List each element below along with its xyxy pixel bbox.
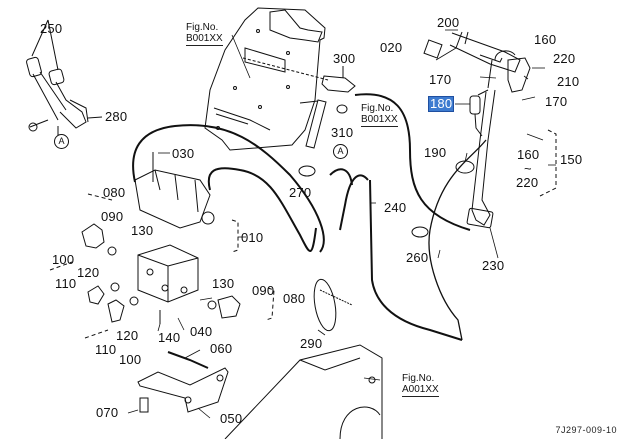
fig-ref-label: Fig.No. <box>186 22 219 33</box>
part-label-range-tilde: ~ <box>524 161 532 176</box>
part-label-300[interactable]: 300 <box>333 51 356 66</box>
part-label-050[interactable]: 050 <box>220 411 243 426</box>
part-010-valve[interactable] <box>134 152 215 229</box>
part-180-sensor[interactable] <box>469 95 483 137</box>
part-label-140[interactable]: 140 <box>158 330 181 345</box>
part-label-190[interactable]: 190 <box>424 145 447 160</box>
part-label-020[interactable]: 020 <box>380 40 403 55</box>
part-label-310[interactable]: 310 <box>331 125 354 140</box>
document-id: 7J297-009-10 <box>555 425 617 435</box>
fittings[interactable] <box>81 223 241 324</box>
part-label-250[interactable]: 250 <box>40 21 63 36</box>
fig-ref-label: Fig.No. <box>361 103 394 114</box>
part-label-220-group[interactable]: 220 <box>516 175 539 190</box>
fig-ref-panel[interactable]: Fig.No. B001XX <box>186 22 223 46</box>
part-label-200[interactable]: 200 <box>437 15 460 30</box>
part-label-110-top[interactable]: 110 <box>55 276 77 291</box>
part-label-160-top[interactable]: 160 <box>534 32 557 47</box>
part-label-130-bottom[interactable]: 130 <box>212 276 235 291</box>
part-label-260[interactable]: 260 <box>406 250 429 265</box>
group-brackets <box>49 129 557 339</box>
fig-ref-housing[interactable]: Fig.No. A001XX <box>402 373 439 397</box>
part-310-bracket[interactable] <box>299 99 348 149</box>
part-label-090-bottom[interactable]: 090 <box>252 283 275 298</box>
part-label-170-left[interactable]: 170 <box>429 72 452 87</box>
part-label-150[interactable]: 150 <box>560 152 583 167</box>
transmission-housing[interactable] <box>224 344 383 439</box>
part-label-120-bottom[interactable]: 120 <box>116 328 139 343</box>
part-label-280[interactable]: 280 <box>105 109 128 124</box>
fig-ref-number[interactable]: B001XX <box>186 33 223 46</box>
clamps[interactable] <box>298 160 475 332</box>
fig-ref-switch[interactable]: Fig.No. B001XX <box>361 103 398 127</box>
part-label-290[interactable]: 290 <box>300 336 323 351</box>
sensor-cable[interactable] <box>428 139 487 341</box>
part-label-160-group[interactable]: 160 <box>517 147 540 162</box>
part-label-080-top[interactable]: 080 <box>103 185 126 200</box>
part-label-240[interactable]: 240 <box>384 200 407 215</box>
part-label-060[interactable]: 060 <box>210 341 233 356</box>
fig-ref-label: Fig.No. <box>402 373 435 384</box>
part-label-180-selected[interactable]: 180 <box>427 96 455 112</box>
fig-ref-number[interactable]: B001XX <box>361 114 398 127</box>
part-label-090-top[interactable]: 090 <box>101 209 124 224</box>
part-label-080-bottom[interactable]: 080 <box>283 291 306 306</box>
leader-lines <box>127 29 556 419</box>
part-label-170-right[interactable]: 170 <box>545 94 568 109</box>
part-label-040[interactable]: 040 <box>190 324 213 339</box>
part-label-070[interactable]: 070 <box>96 405 119 420</box>
fig-ref-number[interactable]: A001XX <box>402 384 439 397</box>
control-panel-plate[interactable] <box>204 7 329 151</box>
part-label-210[interactable]: 210 <box>557 74 580 89</box>
part-label-230[interactable]: 230 <box>482 258 505 273</box>
part-label-220-top[interactable]: 220 <box>553 51 576 66</box>
part-300-switch[interactable] <box>321 66 356 93</box>
pedal-assembly[interactable] <box>26 19 103 135</box>
part-label-010[interactable]: 010 <box>241 230 264 245</box>
lever-assembly[interactable] <box>423 31 531 229</box>
part-label-100-bottom[interactable]: 100 <box>119 352 142 367</box>
part-label-120-top[interactable]: 120 <box>77 265 100 280</box>
part-040-manifold[interactable] <box>137 244 199 303</box>
connector-marker-a-hose: A <box>333 144 348 159</box>
part-label-100-top[interactable]: 100 <box>52 252 75 267</box>
hydraulic-hoses[interactable] <box>132 93 471 341</box>
part-label-130-top[interactable]: 130 <box>131 223 154 238</box>
connector-marker-a-pedal: A <box>54 134 69 149</box>
part-label-110-bottom[interactable]: 110 <box>95 342 117 357</box>
part-label-030[interactable]: 030 <box>172 146 195 161</box>
part-label-270[interactable]: 270 <box>289 185 312 200</box>
part-050-bracket[interactable] <box>137 351 229 413</box>
